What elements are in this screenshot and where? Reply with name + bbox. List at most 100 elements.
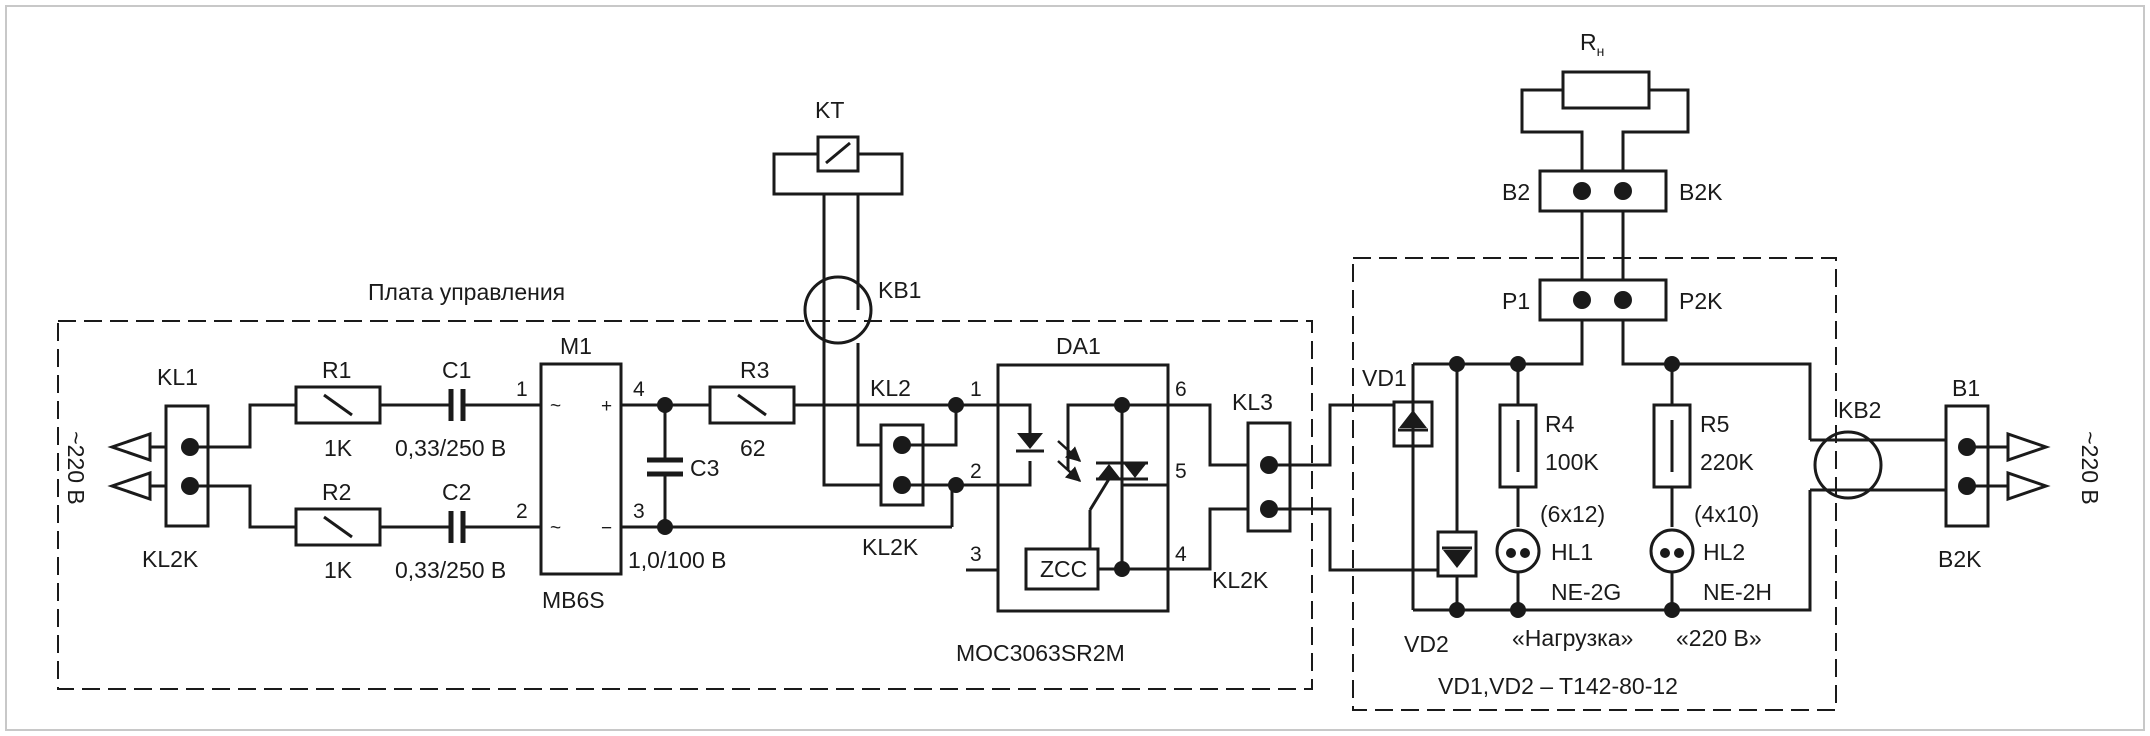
- connector-b1: B1 B2K: [1938, 375, 1990, 572]
- wire-kl1-r2: [190, 484, 296, 529]
- m1-label: M1: [560, 333, 592, 359]
- r1-label: R1: [322, 357, 351, 383]
- r4-label: R4: [1545, 411, 1575, 437]
- m1-ac1: ~: [550, 396, 561, 417]
- hl1-label: HL1: [1551, 539, 1593, 565]
- kl1-mate-label: KL2K: [142, 546, 199, 572]
- m1-part: MB6S: [542, 587, 605, 613]
- thyristor-note: VD1,VD2 – T142-80-12: [1438, 673, 1678, 699]
- da1-pin4: 4: [1175, 543, 1187, 566]
- neon-lamp-hl1: (6x12) HL1 NE-2G «Нагрузка»: [1495, 501, 1633, 651]
- connector-kl3: KL3 KL2K: [1212, 389, 1292, 593]
- m1-pin3: 3: [633, 500, 645, 523]
- connector-kl2: KL2 KL2K: [862, 375, 925, 560]
- kt-label: KT: [815, 97, 844, 123]
- rn-label: Rн: [1580, 29, 1604, 59]
- capacitor-c2: C2 0,33/250 В: [395, 479, 506, 583]
- connector-p1: P1 P2K: [1502, 278, 1723, 322]
- m1-pin1: 1: [516, 378, 528, 401]
- resistor-r4: R4 100K: [1498, 364, 1599, 527]
- b2-label: B2: [1502, 179, 1530, 205]
- c3-label: C3: [690, 455, 719, 481]
- vd2-label: VD2: [1404, 631, 1449, 657]
- connector-kl1: KL1 KL2K: [142, 364, 210, 572]
- p1-mate-label: P2K: [1679, 288, 1723, 314]
- da1-label: DA1: [1056, 333, 1101, 359]
- m1-pin4: 4: [633, 378, 645, 401]
- hl2-label: HL2: [1703, 539, 1745, 565]
- wire-kl1-r1: [190, 403, 296, 449]
- capacitor-c3: C3 1,0/100 В: [628, 397, 726, 573]
- mains-output-right: ~220 В: [1967, 431, 2103, 505]
- c1-label: C1: [442, 357, 471, 383]
- m1-plus: +: [601, 396, 612, 417]
- da1-pin5: 5: [1175, 460, 1187, 483]
- c3-value: 1,0/100 В: [628, 547, 726, 573]
- m1-pin2: 2: [516, 500, 528, 523]
- hl1-caption: «Нагрузка»: [1512, 625, 1633, 651]
- load-resistor-rn: Rн: [1520, 29, 1690, 171]
- control-board-outline: [57, 320, 1313, 690]
- vd1-label: VD1: [1362, 365, 1407, 391]
- wire-bottom-bus: [1413, 490, 1812, 612]
- wire-da1-kl3: [1168, 403, 1260, 571]
- m1-ac2: ~: [550, 518, 561, 539]
- r3-label: R3: [740, 357, 769, 383]
- r1-value: 1K: [324, 435, 353, 461]
- hl2-caption: «220 В»: [1676, 625, 1762, 651]
- hl1-size: (6x12): [1540, 501, 1605, 527]
- capacitor-c1: C1 0,33/250 В: [395, 357, 506, 461]
- resistor-r1: R1 1K: [294, 357, 382, 461]
- thermostat-kt: KT: [772, 97, 904, 310]
- p1-label: P1: [1502, 288, 1530, 314]
- resistor-r2: R2 1K: [294, 479, 382, 583]
- current-sensor-kb1: KB1: [803, 275, 921, 345]
- da1-pin3: 3: [970, 543, 982, 566]
- kl1-label: KL1: [157, 364, 198, 390]
- c2-label: C2: [442, 479, 471, 505]
- kb1-label: KB1: [878, 277, 921, 303]
- diagram-frame: [5, 5, 2145, 731]
- kl3-mate-label: KL2K: [1212, 567, 1269, 593]
- hl2-size: (4x10): [1694, 501, 1759, 527]
- kl2-label: KL2: [870, 375, 911, 401]
- r4-value: 100K: [1545, 449, 1599, 475]
- hl2-type: NE-2H: [1703, 579, 1772, 605]
- b2-mate-label: B2K: [1679, 179, 1723, 205]
- b1-label: B1: [1952, 375, 1980, 401]
- r5-value: 220K: [1700, 449, 1754, 475]
- wire-top-bus: [1413, 310, 1584, 366]
- control-board-label: Плата управления: [368, 279, 565, 305]
- r5-label: R5: [1700, 411, 1729, 437]
- da1-pin6: 6: [1175, 378, 1187, 401]
- current-sensor-kb2: KB2: [1813, 397, 1883, 500]
- r3-value: 62: [740, 435, 766, 461]
- optocoupler-da1: DA1 MOC3063SR2M 1 2 3 6 5 4 ZCC: [956, 333, 1187, 666]
- neon-lamp-hl2: (4x10) HL2 NE-2H «220 В»: [1649, 501, 1772, 651]
- da1-pin2: 2: [970, 460, 982, 483]
- resistor-r3: R3 62: [708, 357, 796, 461]
- mains-left-label: ~220 В: [63, 431, 89, 505]
- hl1-type: NE-2G: [1551, 579, 1621, 605]
- bridge-rectifier-m1: M1 MB6S 1 2 4 3 ~ ~ + −: [516, 333, 645, 613]
- b1-mate-label: B2K: [1938, 546, 1982, 572]
- da1-zcc: ZCC: [1040, 556, 1087, 582]
- c2-value: 0,33/250 В: [395, 557, 506, 583]
- r2-value: 1K: [324, 557, 353, 583]
- thyristor-vd1: VD1: [1362, 364, 1434, 610]
- mains-input-left: ~220 В: [63, 431, 190, 505]
- connector-b2: B2 B2K: [1502, 169, 1723, 213]
- m1-minus: −: [601, 518, 612, 539]
- c1-value: 0,33/250 В: [395, 435, 506, 461]
- power-board-outline: [1352, 257, 1837, 711]
- kb2-label: KB2: [1838, 397, 1881, 423]
- resistor-r5: R5 220K: [1652, 364, 1754, 527]
- wire-kl3-vd2: [1269, 507, 1438, 572]
- da1-pin1: 1: [970, 378, 982, 401]
- kl2-mate-label: KL2K: [862, 534, 919, 560]
- da1-part: MOC3063SR2M: [956, 640, 1125, 666]
- kl3-label: KL3: [1232, 389, 1273, 415]
- r2-label: R2: [322, 479, 351, 505]
- mains-right-label: ~220 В: [2077, 431, 2103, 505]
